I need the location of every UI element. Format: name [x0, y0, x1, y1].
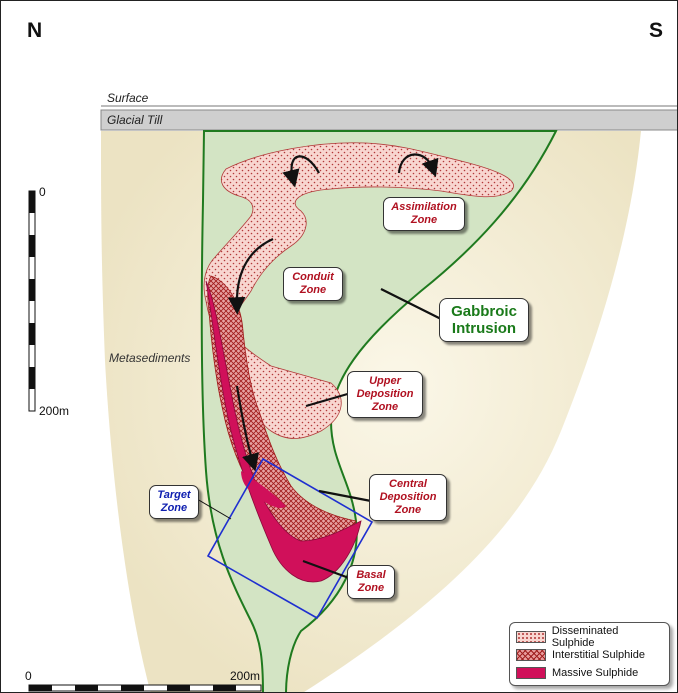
legend-label: Disseminated Sulphide: [552, 625, 663, 649]
callout-line: Zone: [354, 401, 416, 414]
callout-line: Assimilation: [390, 201, 458, 214]
horizontal-scale-right: 200m: [230, 669, 260, 683]
callout-line: Zone: [376, 504, 440, 517]
gabbroic-intrusion-callout: Gabbroic Intrusion: [439, 298, 529, 342]
vertical-scale-bottom: 200m: [39, 404, 69, 418]
callout-line: Zone: [290, 284, 336, 297]
interstitial-swatch: [516, 649, 546, 661]
legend-item-massive: Massive Sulphide: [516, 664, 663, 682]
metasediments-label: Metasediments: [109, 351, 190, 365]
horizontal-scale-left: 0: [25, 669, 32, 683]
disseminated-swatch: [516, 631, 546, 643]
callout-line: Conduit: [290, 271, 336, 284]
callout-line: Zone: [390, 214, 458, 227]
conduit-zone-callout: Conduit Zone: [283, 267, 343, 301]
legend-item-interstitial: Interstitial Sulphide: [516, 646, 663, 664]
callout-line: Zone: [354, 582, 388, 595]
massive-swatch: [516, 667, 546, 679]
callout-line: Zone: [156, 502, 192, 515]
callout-line: Upper: [354, 375, 416, 388]
south-label: S: [649, 19, 663, 43]
callout-line: Gabbroic: [446, 303, 522, 320]
callout-line: Central: [376, 478, 440, 491]
target-zone-callout: Target Zone: [149, 485, 199, 519]
callout-line: Deposition: [376, 491, 440, 504]
glacial-till-label: Glacial Till: [107, 113, 162, 127]
north-label: N: [27, 19, 42, 43]
basal-zone-callout: Basal Zone: [347, 565, 395, 599]
callout-line: Intrusion: [446, 320, 522, 337]
vertical-scale-top: 0: [39, 185, 46, 199]
assimilation-zone-callout: Assimilation Zone: [383, 197, 465, 231]
legend-item-disseminated: Disseminated Sulphide: [516, 628, 663, 646]
legend-label: Massive Sulphide: [552, 667, 638, 679]
callout-line: Basal: [354, 569, 388, 582]
central-deposition-zone-callout: Central Deposition Zone: [369, 474, 447, 521]
callout-line: Target: [156, 489, 192, 502]
callout-line: Deposition: [354, 388, 416, 401]
legend-label: Interstitial Sulphide: [552, 649, 645, 661]
upper-deposition-zone-callout: Upper Deposition Zone: [347, 371, 423, 418]
legend: Disseminated Sulphide Interstitial Sulph…: [509, 622, 670, 686]
glacial-till-band: [101, 110, 678, 130]
surface-label: Surface: [107, 91, 148, 105]
